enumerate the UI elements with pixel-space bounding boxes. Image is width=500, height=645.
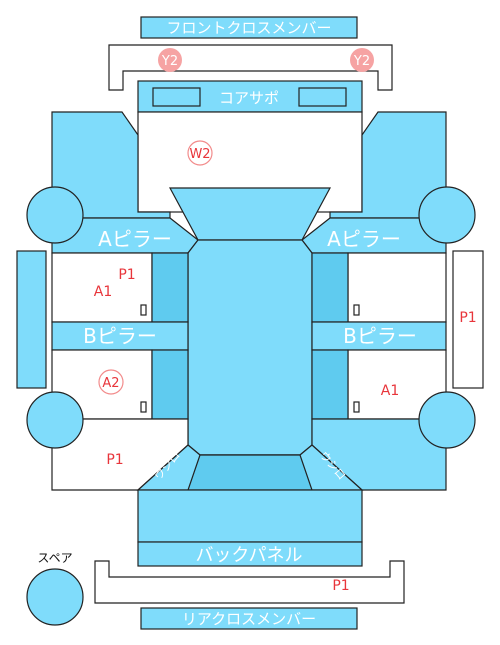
b-pillar-right[interactable] (311, 321, 447, 351)
rear-bumper[interactable] (94, 560, 405, 604)
rear-cross-member-label: リアクロスメンバー (182, 610, 316, 628)
back-panel-strip (137, 541, 363, 567)
damage-front-left-p1: P1 (118, 267, 135, 283)
damage-rear-left-p1: P1 (106, 452, 123, 468)
marker-y2-right-label: Y2 (353, 54, 370, 69)
trunk-lid[interactable] (187, 454, 313, 491)
windshield[interactable] (168, 187, 332, 241)
marker-w2[interactable] (187, 140, 213, 166)
marker-y2-left-label: Y2 (161, 54, 178, 69)
marker-w2-label: W2 (189, 147, 210, 162)
core-support-left-lamp (152, 87, 201, 107)
left-side-sill[interactable] (16, 250, 47, 389)
front-cross-member-label: フロントクロスメンバー (166, 19, 331, 37)
b-pillar-right-label: Bピラー (343, 324, 417, 348)
wheel-front-left[interactable] (26, 186, 84, 244)
right-rear-door-glass (311, 349, 349, 420)
right-rear-door-handle (353, 401, 360, 413)
damage-front-left-a1: A1 (94, 284, 112, 300)
marker-y2-left[interactable] (158, 48, 182, 72)
wheel-rear-right[interactable] (418, 391, 476, 449)
wheel-rear-left[interactable] (26, 391, 84, 449)
right-front-door-handle (353, 304, 360, 316)
a-pillar-left-label: Aピラー (98, 227, 172, 251)
roof[interactable] (187, 239, 313, 456)
damage-right-side-p1: P1 (459, 310, 476, 326)
right-front-door[interactable] (347, 252, 447, 323)
left-front-door-glass (151, 252, 189, 323)
wheel-front-right[interactable] (418, 186, 476, 244)
damage-rear-right-a1: A1 (381, 383, 399, 399)
marker-a2-label: A2 (102, 376, 119, 391)
marker-a2[interactable] (98, 369, 124, 395)
spare-tire[interactable] (26, 568, 84, 626)
back-panel[interactable] (137, 489, 363, 543)
back-panel-label: バックパネル (195, 545, 302, 566)
right-front-door-glass (311, 252, 349, 323)
a-pillar-right-label: Aピラー (327, 227, 401, 251)
left-rear-door-handle (140, 401, 147, 413)
spare-label: スペア (37, 551, 72, 565)
marker-y2-right[interactable] (350, 48, 374, 72)
left-rear-door-glass (151, 349, 189, 420)
right-side-sill[interactable] (452, 250, 484, 389)
core-support-right-lamp (298, 87, 347, 107)
front-cross-member[interactable] (140, 16, 358, 39)
left-front-door-handle (140, 304, 147, 316)
damage-rear-bumper-p1: P1 (332, 578, 349, 594)
b-pillar-left-label: Bピラー (83, 324, 157, 348)
core-support-label: コアサポ (219, 89, 279, 107)
rear-cross-member[interactable] (140, 607, 358, 630)
